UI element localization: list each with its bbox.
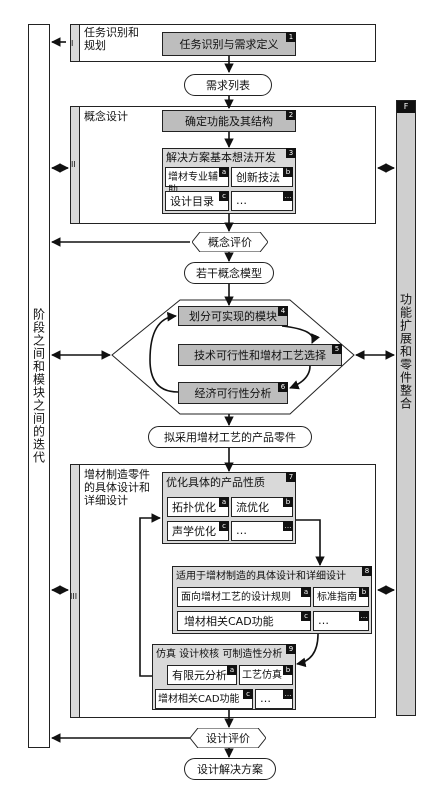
iteration-bar: 阶段之间和模块之间的迭代: [28, 24, 50, 748]
phase-1-roman-tab: [70, 24, 80, 62]
function-integration-bar: F 功能扩展和零件整合: [396, 100, 416, 716]
step-number-4: 4: [278, 306, 288, 316]
step-number-3: 3: [286, 148, 296, 158]
economic-feasibility-box: 经济可行性分析 6: [178, 382, 288, 404]
module-division-box: 划分可实现的模块 4: [178, 306, 288, 326]
concept-evaluation-node: 概念评价: [192, 232, 268, 252]
phase-3-roman: III: [70, 592, 78, 601]
phase-2-title: 概念设计: [84, 110, 128, 123]
iteration-bar-label: 阶段之间和模块之间的迭代: [31, 308, 46, 464]
step-number-7: 7: [286, 472, 296, 482]
phase-3-roman-tab: [70, 464, 80, 718]
step-number-2: 2: [286, 110, 296, 120]
phase-2-roman-tab: [70, 106, 80, 224]
step-number-9: 9: [286, 644, 296, 654]
task-definition-box: 任务识别与需求定义 1: [162, 32, 296, 56]
design-solution-node: 设计解决方案: [184, 758, 276, 780]
design-catalog-cell: 设计目录 c: [165, 191, 229, 211]
function-structure-box: 确定功能及其结构 2: [162, 110, 296, 132]
group-7-title: 优化具体的产品性质: [166, 476, 265, 489]
function-bar-label: 功能扩展和零件整合: [398, 292, 413, 410]
step-number-6: 6: [278, 382, 288, 392]
step-number-5: 5: [332, 344, 342, 354]
phase-2-roman: II: [71, 160, 76, 169]
function-bar-tag: F: [397, 101, 415, 113]
more-design-cell: ……: [313, 611, 369, 631]
design-evaluation-node: 设计评价: [190, 728, 266, 748]
phase-3-title: 增材制造零件的具体设计和详细设计: [84, 468, 150, 507]
solution-ideas-group: 解决方案基本想法开发 3 增材专业辅助 a 创新技法 b 设计目录 c … …: [162, 148, 296, 214]
more-methods-cell: … …: [231, 191, 293, 211]
group-9-title: 仿真 设计校核 可制造性分析: [156, 649, 283, 660]
solution-ideas-title: 解决方案基本想法开发: [166, 151, 276, 164]
concept-models-node: 若干概念模型: [184, 262, 274, 284]
planned-parts-node: 拟采用增材工艺的产品零件: [148, 426, 312, 448]
tech-feasibility-box: 技术可行性和增材工艺选择 5: [178, 344, 342, 366]
requirements-list-node: 需求列表: [184, 74, 272, 96]
phase-1-roman: I: [71, 39, 74, 48]
creative-methods-cell: 创新技法 b: [231, 167, 293, 187]
more-optimization-cell: ……: [231, 521, 293, 541]
phase-1-title: 任务识别和规划: [84, 26, 139, 52]
step-number-1: 1: [286, 32, 296, 42]
group-8-title: 适用于增材制造的具体设计和详细设计: [176, 571, 346, 582]
more-simulation-cell: ……: [255, 689, 293, 709]
am-assist-cell: 增材专业辅助 a: [165, 167, 229, 196]
step-number-8: 8: [362, 566, 372, 576]
